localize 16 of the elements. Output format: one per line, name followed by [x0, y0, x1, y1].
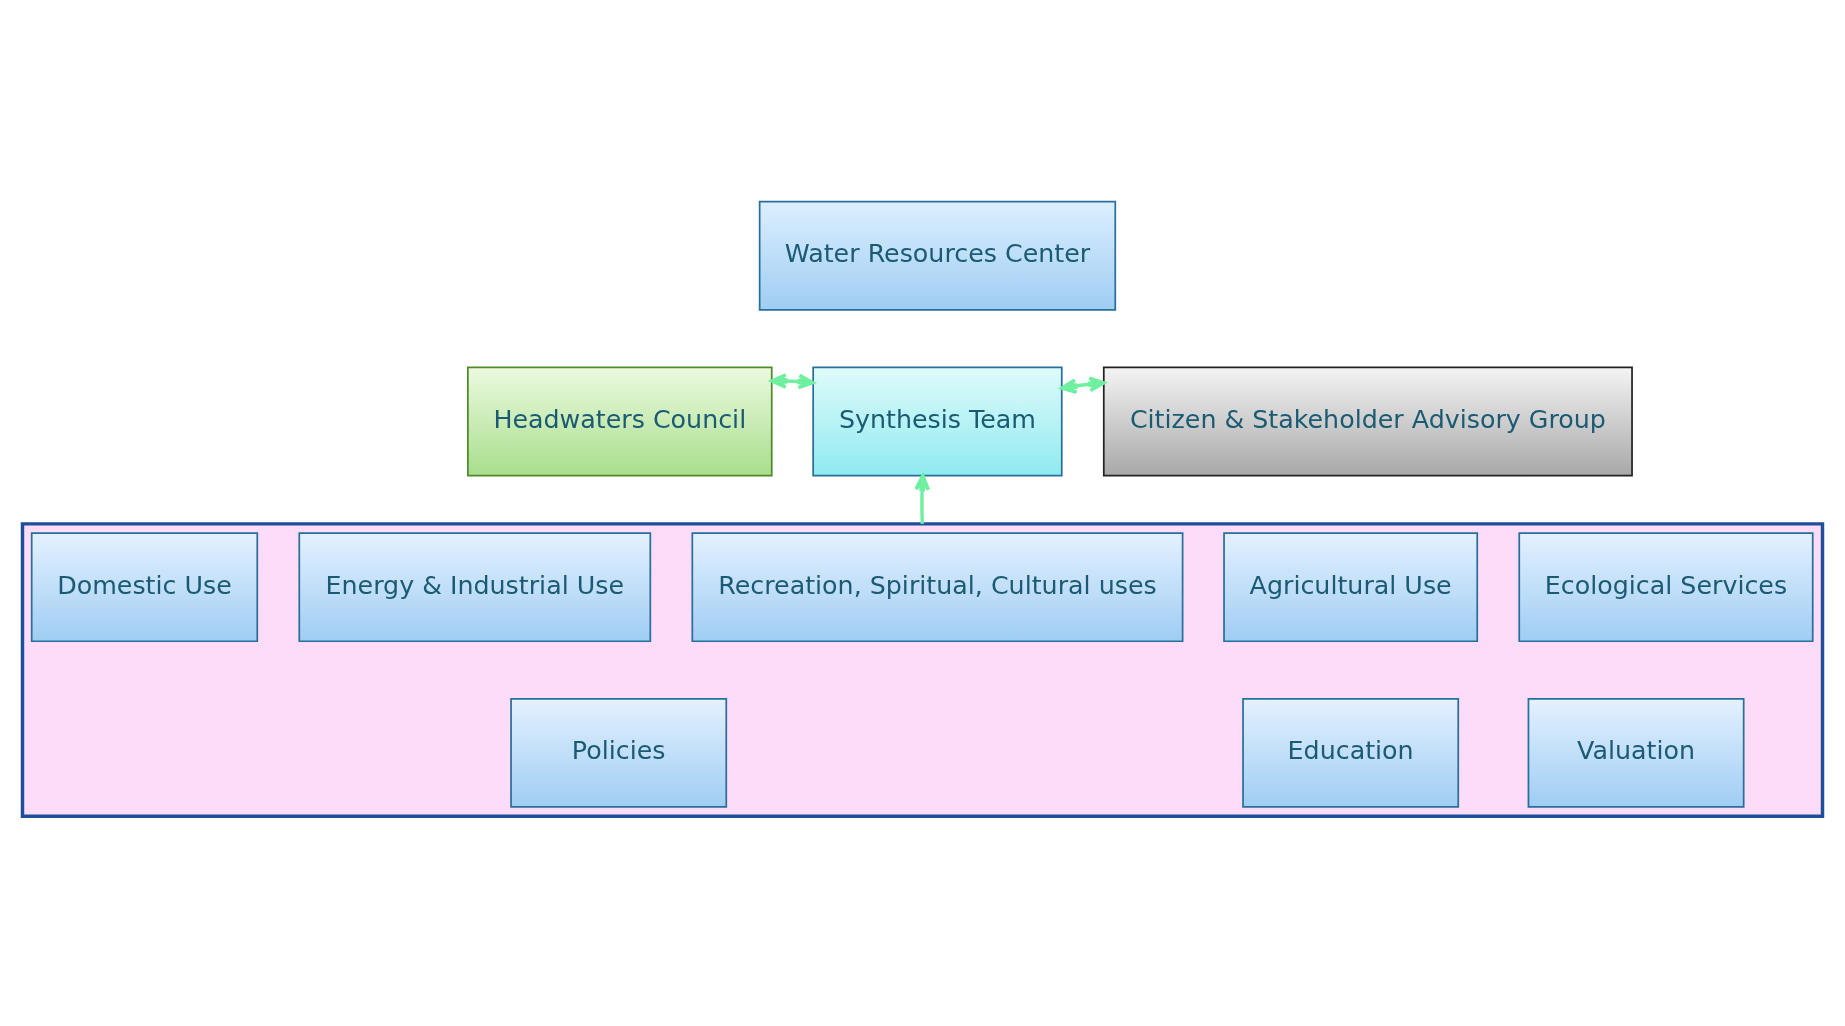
cluster [20, 521, 1825, 818]
arrow [914, 473, 931, 524]
node-box: Water Resources Center [758, 200, 1117, 311]
arrow [1060, 375, 1106, 394]
node-box: Agricultural Use [1223, 531, 1479, 642]
node-box: Headwaters Council [467, 365, 773, 476]
node-box: Policies [510, 697, 728, 808]
arrow [770, 372, 815, 389]
node-box: Ecological Services [1518, 531, 1814, 642]
node-box: Valuation [1527, 697, 1745, 808]
node-box: Energy & Industrial Use [298, 531, 652, 642]
node-box: Education [1242, 697, 1460, 808]
node-box: Domestic Use [30, 531, 259, 642]
node-box: Recreation, Spiritual, Cultural uses [691, 531, 1184, 642]
node-box: Citizen & Stakeholder Advisory Group [1102, 365, 1633, 476]
node-box: Synthesis Team [812, 365, 1063, 476]
